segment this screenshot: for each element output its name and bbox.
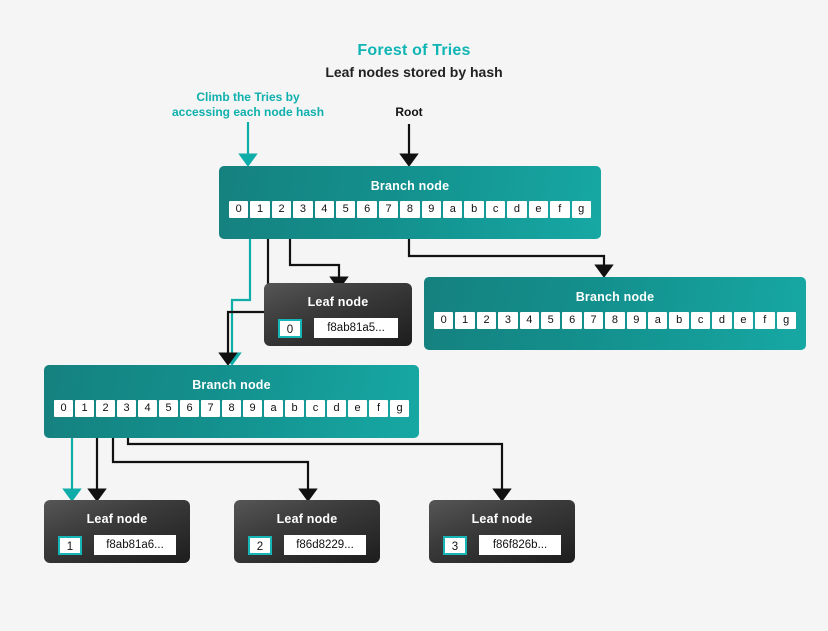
cell[interactable]: 3 <box>498 312 518 329</box>
leaf-node-2-label: Leaf node <box>276 512 338 526</box>
cell[interactable]: b <box>464 201 484 218</box>
cell[interactable]: c <box>690 312 711 329</box>
cell[interactable]: c <box>306 400 325 417</box>
cell[interactable]: d <box>327 400 346 417</box>
cell[interactable]: g <box>571 201 591 218</box>
cell[interactable]: a <box>264 400 283 417</box>
leaf-index[interactable]: 1 <box>58 535 82 555</box>
cell[interactable]: 5 <box>336 201 356 218</box>
leaf-index[interactable]: 0 <box>278 318 302 338</box>
branch-node-right-cells: 0 1 2 3 4 5 6 7 8 9 a b c d e f g <box>424 304 806 341</box>
cell[interactable]: b <box>669 312 689 329</box>
cell[interactable]: 7 <box>378 201 399 218</box>
cell[interactable]: 7 <box>201 400 220 417</box>
cell[interactable]: 2 <box>96 400 115 417</box>
cell[interactable]: 3 <box>293 201 313 218</box>
leaf-node-2[interactable]: Leaf node 2 f86d8229... <box>234 500 380 563</box>
cell[interactable]: 8 <box>400 201 420 218</box>
cell[interactable]: b <box>285 400 304 417</box>
cell[interactable]: 4 <box>314 201 335 218</box>
leaf-hash[interactable]: f86d8229... <box>284 535 366 555</box>
leaf-node-1-row: 1 f8ab81a6... <box>44 526 190 568</box>
leaf-node-3-row: 3 f86f826b... <box>429 526 575 568</box>
branch-node-left-label: Branch node <box>192 378 271 392</box>
cell[interactable]: 0 <box>434 312 454 329</box>
cell[interactable]: 5 <box>159 400 178 417</box>
wire-root-cell1-to-branch-left <box>218 222 270 366</box>
page-title: Forest of Tries <box>357 42 471 59</box>
branch-node-root-cells: 0 1 2 3 4 5 6 7 8 9 a b c d e f g <box>219 193 601 230</box>
cell[interactable]: 6 <box>357 201 377 218</box>
leaf-node-1[interactable]: Leaf node 1 f8ab81a6... <box>44 500 190 563</box>
cell[interactable]: 2 <box>476 312 497 329</box>
cell[interactable]: 8 <box>222 400 241 417</box>
leaf-hash[interactable]: f86f826b... <box>479 535 561 555</box>
leaf-node-top[interactable]: Leaf node 0 f8ab81a5... <box>264 283 412 346</box>
cell[interactable]: e <box>733 312 754 329</box>
branch-node-left[interactable]: Branch node 0 1 2 3 4 5 6 7 8 9 a b c d … <box>44 365 419 438</box>
cell[interactable]: f <box>550 201 570 218</box>
leaf-node-3-label: Leaf node <box>471 512 533 526</box>
cell[interactable]: 1 <box>250 201 270 218</box>
leaf-index[interactable]: 3 <box>443 535 467 555</box>
wire-root-cell0-to-branch-left <box>222 222 252 366</box>
cell[interactable]: 1 <box>75 400 94 417</box>
cell[interactable]: f <box>369 400 388 417</box>
annotation-root: Root <box>395 105 423 119</box>
leaf-node-3[interactable]: Leaf node 3 f86f826b... <box>429 500 575 563</box>
cell[interactable]: 7 <box>583 312 604 329</box>
leaf-node-top-row: 0 f8ab81a5... <box>264 309 412 351</box>
cell[interactable]: 8 <box>605 312 625 329</box>
page-subtitle: Leaf nodes stored by hash <box>325 64 503 80</box>
cell[interactable]: 6 <box>180 400 199 417</box>
leaf-node-1-label: Leaf node <box>86 512 148 526</box>
branch-node-right-label: Branch node <box>575 290 655 304</box>
cell[interactable]: 9 <box>421 201 442 218</box>
cell[interactable]: e <box>528 201 549 218</box>
cell[interactable]: g <box>776 312 796 329</box>
branch-node-root[interactable]: Branch node 0 1 2 3 4 5 6 7 8 9 a b c d … <box>219 166 601 239</box>
cell[interactable]: 1 <box>455 312 475 329</box>
leaf-index[interactable]: 2 <box>248 535 272 555</box>
leaf-hash[interactable]: f8ab81a6... <box>94 535 176 555</box>
branch-node-left-cells: 0 1 2 3 4 5 6 7 8 9 a b c d e f g <box>44 392 419 429</box>
cell[interactable]: a <box>443 201 463 218</box>
cell[interactable]: 9 <box>626 312 647 329</box>
cell[interactable]: 5 <box>541 312 561 329</box>
cell[interactable]: 3 <box>117 400 136 417</box>
cell[interactable]: 0 <box>54 400 73 417</box>
branch-node-right[interactable]: Branch node 0 1 2 3 4 5 6 7 8 9 a b c d … <box>424 277 806 350</box>
leaf-hash[interactable]: f8ab81a5... <box>314 318 398 338</box>
cell[interactable]: 4 <box>138 400 157 417</box>
cell[interactable]: g <box>390 400 409 417</box>
cell[interactable]: d <box>712 312 732 329</box>
leaf-node-2-row: 2 f86d8229... <box>234 526 380 568</box>
cell[interactable]: 0 <box>229 201 249 218</box>
branch-node-root-label: Branch node <box>370 179 450 193</box>
cell[interactable]: f <box>755 312 775 329</box>
cell[interactable]: 2 <box>271 201 292 218</box>
cell[interactable]: c <box>485 201 506 218</box>
cell[interactable]: d <box>507 201 527 218</box>
leaf-node-top-label: Leaf node <box>307 295 369 309</box>
cell[interactable]: 4 <box>519 312 540 329</box>
annotation-climb-the-tries: Climb the Tries by accessing each node h… <box>171 90 325 119</box>
cell[interactable]: e <box>348 400 367 417</box>
cell[interactable]: 9 <box>243 400 262 417</box>
cell[interactable]: a <box>648 312 668 329</box>
cell[interactable]: 6 <box>562 312 582 329</box>
